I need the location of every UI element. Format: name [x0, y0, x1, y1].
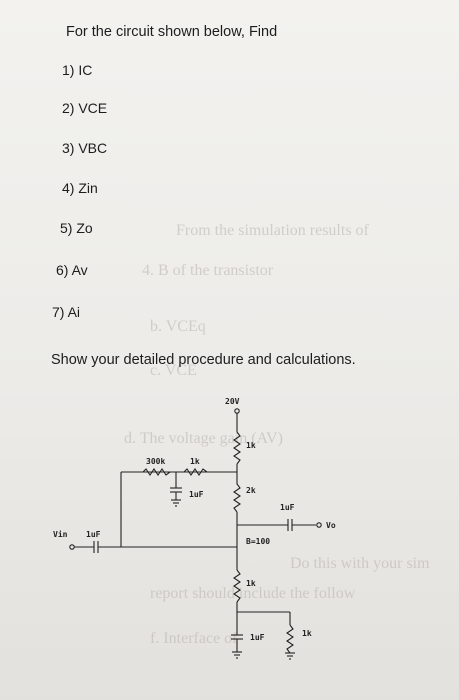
ghost-text-1: From the simulation results of	[176, 222, 369, 239]
label-input: Vin	[53, 529, 68, 539]
ghost-text-8: f. Interface of	[150, 630, 238, 647]
label-supply: 20V	[225, 397, 240, 406]
label-bias-cap: 1uF	[189, 490, 204, 499]
ghost-text-2: 4. B of the transistor	[142, 262, 274, 279]
load-resistor	[286, 624, 294, 654]
label-input-cap: 1uF	[86, 530, 101, 539]
ghost-text-6: Do this with your sim	[290, 555, 430, 572]
question-5: 5) Zo	[60, 220, 93, 236]
mid-resistor	[233, 472, 241, 513]
label-bias-resistor: 300k	[146, 457, 165, 466]
ghost-text-4: c. VCE	[150, 362, 197, 379]
label-output-cap: 1uF	[280, 503, 295, 512]
question-6: 6) Av	[56, 262, 88, 278]
question-7: 7) Ai	[52, 304, 81, 320]
ghost-text-5: d. The voltage gain (AV)	[124, 430, 283, 447]
problem-title: For the circuit shown below, Find	[66, 24, 278, 40]
bias-resistor-1k	[183, 468, 208, 476]
ghost-text-3: b. VCEq	[150, 318, 206, 335]
label-beta: B=100	[246, 537, 270, 546]
supply-terminal	[234, 408, 240, 414]
label-bias-resistor-2: 1k	[190, 457, 200, 466]
input-terminal	[69, 544, 75, 550]
label-emitter-cap: 1uF	[250, 633, 265, 642]
collector-resistor	[233, 431, 241, 465]
label-load-resistor: 1k	[302, 629, 312, 638]
ghost-text-7: report should include the follow	[150, 585, 356, 602]
question-1: 1) IC	[62, 62, 93, 78]
instruction-text: Show your detailed procedure and calcula…	[51, 352, 356, 368]
bias-resistor-300k	[142, 468, 171, 476]
question-2: 2) VCE	[62, 100, 108, 116]
output-terminal	[316, 522, 322, 528]
question-4: 4) Zin	[62, 180, 98, 196]
label-collector-resistor: 1k	[246, 441, 256, 450]
emitter-resistor	[233, 569, 241, 603]
label-output: Vo	[326, 521, 336, 530]
question-3: 3) VBC	[62, 140, 108, 156]
label-mid-resistor: 2k	[246, 486, 256, 495]
label-emitter-resistor: 1k	[246, 579, 256, 588]
